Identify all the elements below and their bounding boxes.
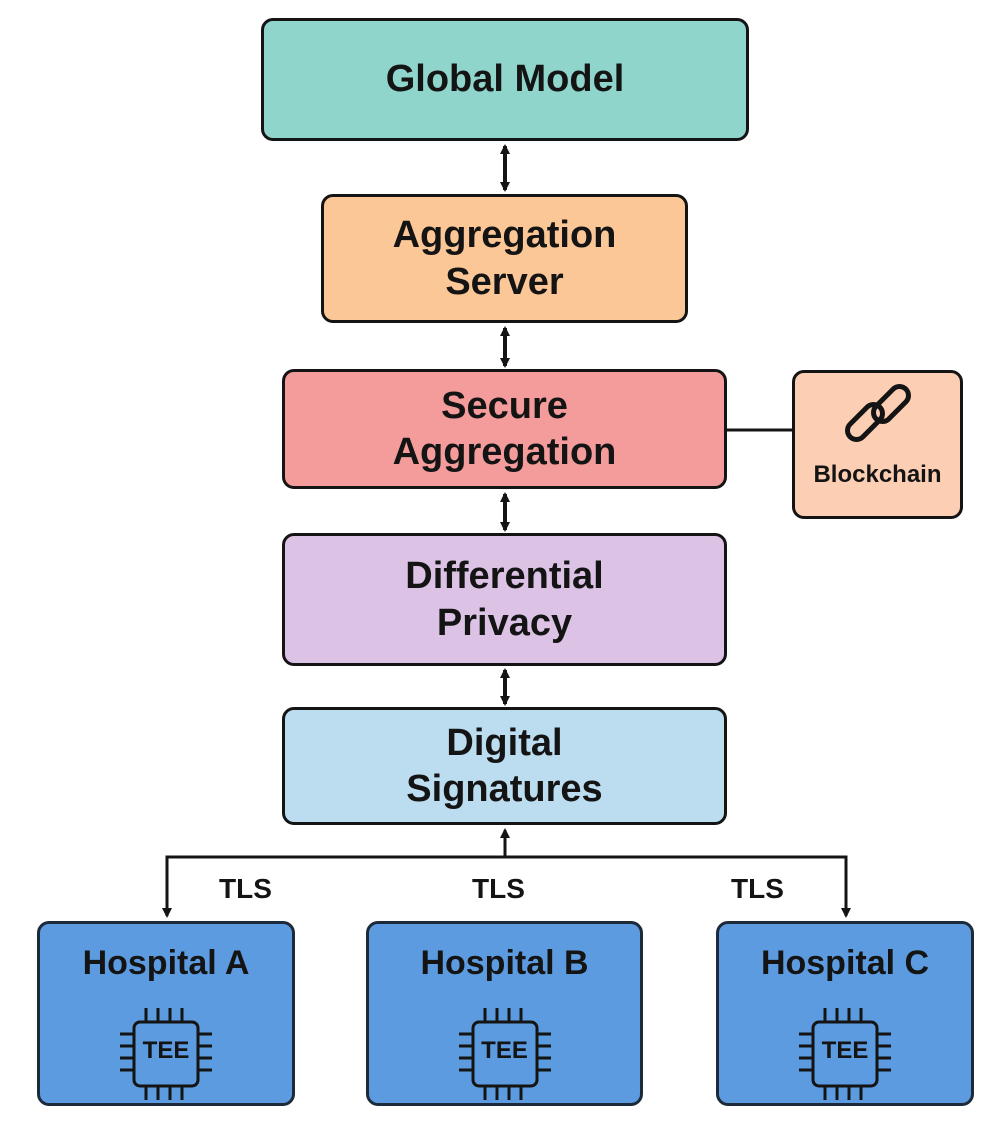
- differential-privacy-box: Differential Privacy: [282, 533, 727, 666]
- secure-aggregation-line-1: Secure: [441, 384, 568, 427]
- hospital-a-label: Hospital A: [82, 944, 250, 982]
- hospital-c-box: Hospital C TEE: [716, 921, 974, 1106]
- hospital-c-label: Hospital C: [760, 944, 930, 982]
- secure-aggregation-line-2: Aggregation: [392, 431, 617, 473]
- differential-privacy-line-2: Privacy: [436, 601, 573, 644]
- tee-chip-icon: TEE: [795, 1004, 895, 1104]
- digital-signatures-line-1: Digital: [446, 721, 563, 764]
- chain-link-icon: [844, 384, 911, 442]
- global-model-label: Global Model: [385, 58, 625, 101]
- blockchain-label: Blockchain: [813, 461, 942, 488]
- aggregation-server-box: Aggregation Server: [321, 194, 688, 323]
- tee-label: TEE: [821, 1037, 869, 1064]
- differential-privacy-line-1: Differential: [405, 555, 604, 598]
- global-model-box: Global Model: [261, 18, 749, 141]
- tee-chip-icon: TEE: [116, 1004, 216, 1104]
- tls-label-left: TLS: [219, 873, 272, 904]
- aggregation-server-line-1: Aggregation: [392, 214, 617, 257]
- secure-aggregation-box: Secure Aggregation: [282, 369, 727, 489]
- tee-label: TEE: [481, 1037, 528, 1064]
- tls-label-right: TLS: [731, 873, 784, 904]
- tls-branch-right: [505, 855, 851, 918]
- tee-chip-icon: TEE: [455, 1004, 555, 1104]
- hospital-b-box: Hospital B TEE: [366, 921, 643, 1106]
- digital-signatures-line-2: Signatures: [406, 768, 603, 810]
- digital-signatures-box: Digital Signatures: [282, 707, 727, 825]
- aggregation-server-line-2: Server: [445, 260, 564, 303]
- tls-label-center: TLS: [472, 873, 525, 904]
- tls-branch-left: [162, 855, 505, 918]
- hospital-b-label: Hospital B: [420, 944, 589, 982]
- blockchain-box: Blockchain: [792, 370, 963, 519]
- tee-label: TEE: [142, 1037, 190, 1064]
- hospital-a-box: Hospital A TEE: [37, 921, 295, 1106]
